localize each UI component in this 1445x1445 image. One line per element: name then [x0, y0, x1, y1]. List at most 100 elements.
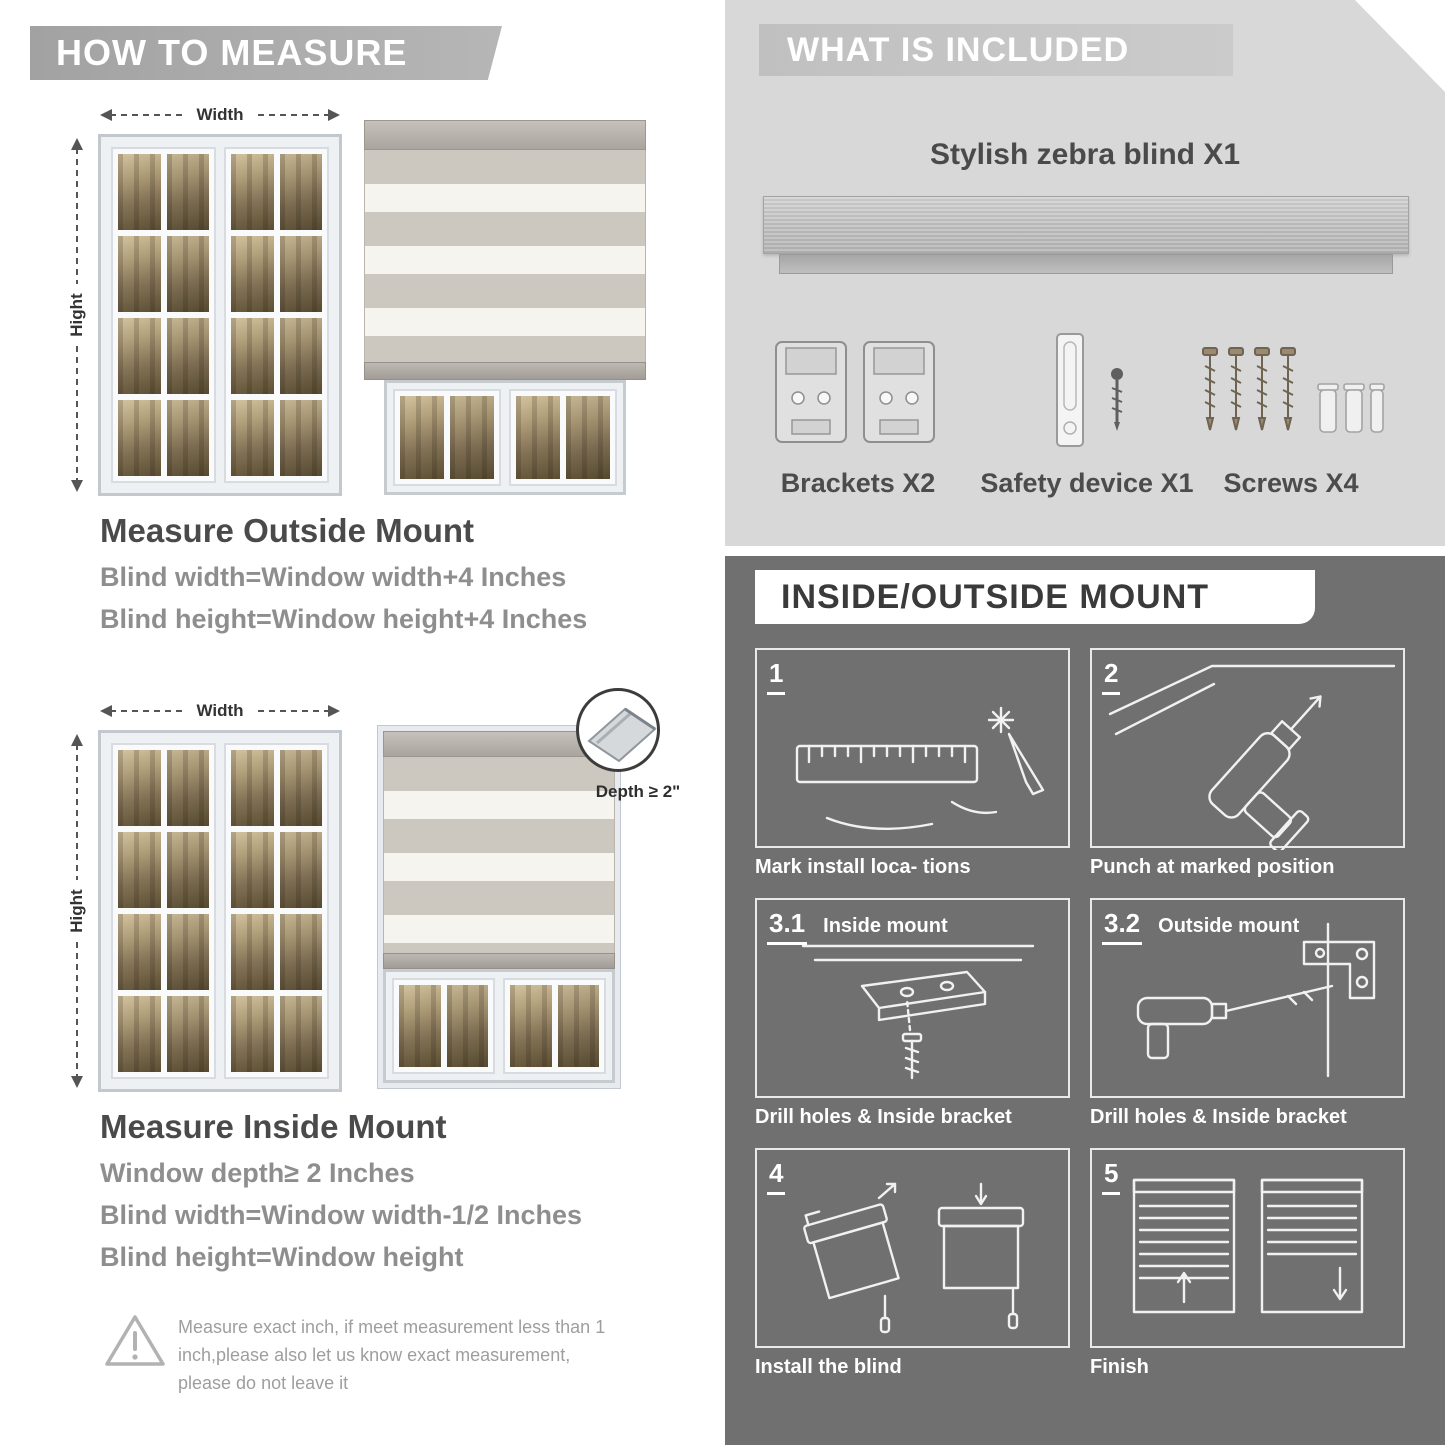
window-illustration-outside — [98, 134, 342, 496]
what-is-included-section: WHAT IS INCLUDED Stylish zebra blind X1 — [725, 0, 1445, 546]
window-corner-detail-icon — [587, 707, 657, 763]
window-illustration-inside — [98, 730, 342, 1092]
window-pane — [118, 400, 161, 476]
step-number: 2 — [1102, 658, 1121, 695]
blind-bottom-rail — [364, 362, 646, 380]
how-to-measure-title: HOW TO MEASURE — [56, 32, 408, 73]
zebra-blind-inside-illustration — [377, 725, 621, 1089]
window-pane — [400, 396, 444, 479]
window-pane — [231, 318, 274, 394]
window-pane — [279, 400, 322, 476]
step-number: 3.2 — [1102, 908, 1143, 945]
window-pane — [446, 985, 488, 1067]
step-3-2-head: 3.2 Outside mount — [1102, 908, 1299, 945]
window-pane — [118, 832, 161, 908]
step-3-1-box: 3.1 Inside mount — [755, 898, 1070, 1098]
depth-callout-label: Depth ≥ 2" — [595, 782, 681, 801]
window-pane — [557, 985, 599, 1067]
step-2-head: 2 — [1102, 658, 1136, 695]
window-pane — [279, 832, 322, 908]
what-is-included-banner: WHAT IS INCLUDED — [759, 24, 1233, 76]
step-5-caption: Finish — [1090, 1356, 1149, 1378]
window-pane — [279, 914, 322, 990]
how-to-measure-banner: HOW TO MEASURE — [30, 26, 502, 80]
brackets-label: Brackets X2 — [780, 468, 936, 498]
width-arrow: Width — [100, 105, 340, 124]
window-sash — [224, 743, 329, 1079]
height-label: Hight — [67, 889, 86, 933]
window-pane — [118, 236, 161, 312]
finish-blinds-drawing — [1132, 1178, 1364, 1314]
step-5: 5 — [1090, 1148, 1405, 1379]
window-behind-blind — [383, 969, 615, 1083]
inside-mount-line-1: Window depth≥ 2 Inches — [100, 1158, 415, 1188]
window-pane — [166, 236, 209, 312]
window-behind-blind — [384, 380, 626, 495]
step-1: 1 — [755, 648, 1070, 879]
window-pane — [166, 318, 209, 394]
screws-icon — [1202, 347, 1385, 433]
step-3-2-caption: Drill holes & Inside bracket — [1090, 1106, 1347, 1128]
zebra-blind-headrail-lip — [779, 254, 1393, 274]
safety-device-icon — [1056, 333, 1123, 447]
window-pane — [166, 996, 209, 1072]
step-2: 2 — [1090, 648, 1405, 879]
step-5-head: 5 — [1102, 1158, 1136, 1195]
window-sash — [509, 389, 617, 486]
step-1-caption: Mark install loca- tions — [755, 856, 971, 878]
window-sash — [392, 978, 495, 1074]
mount-guide-banner: INSIDE/OUTSIDE MOUNT — [755, 570, 1315, 624]
step-3-1: 3.1 Inside mount — [755, 898, 1070, 1129]
outside-mount-line-1: Blind width=Window width+4 Inches — [100, 562, 567, 592]
blind-fabric-stripes — [383, 757, 615, 953]
safety-device-label: Safety device X1 — [980, 468, 1194, 498]
warning-triangle-icon — [105, 1315, 165, 1366]
inside-mount-heading: Measure Inside Mount — [100, 1108, 447, 1145]
window-pane — [279, 236, 322, 312]
window-pane — [399, 985, 441, 1067]
step-5-box: 5 — [1090, 1148, 1405, 1348]
width-label: Width — [196, 105, 243, 124]
mount-guide-section: INSIDE/OUTSIDE MOUNT 1 — [725, 556, 1445, 1445]
window-pane — [118, 318, 161, 394]
window-pane — [118, 996, 161, 1072]
window-pane — [166, 750, 209, 826]
inside-mount-line-2: Blind width=Window width-1/2 Inches — [100, 1200, 583, 1230]
step-number: 1 — [767, 658, 786, 695]
mark-location-drawing — [795, 706, 1045, 830]
step-number: 5 — [1102, 1158, 1121, 1195]
step-2-caption: Punch at marked position — [1090, 856, 1335, 878]
window-sash — [111, 743, 216, 1079]
zebra-blind-outside-illustration — [364, 120, 646, 495]
what-is-included-title: WHAT IS INCLUDED — [787, 30, 1130, 69]
window-sash — [224, 147, 329, 483]
window-pane — [279, 318, 322, 394]
step-4-caption: Install the blind — [755, 1356, 902, 1378]
height-label: Hight — [67, 293, 86, 337]
window-pane — [231, 914, 274, 990]
inside-bracket-drawing — [801, 944, 1035, 1080]
width-arrow: Width — [100, 701, 340, 720]
outside-mount-line-2: Blind height=Window height+4 Inches — [100, 604, 588, 634]
step-title: Inside mount — [823, 915, 948, 937]
blind-bottom-rail — [383, 953, 615, 969]
window-pane — [166, 154, 209, 230]
window-pane — [118, 154, 161, 230]
outside-mount-heading: Measure Outside Mount — [100, 512, 475, 549]
width-label: Width — [196, 701, 243, 720]
window-sash — [111, 147, 216, 483]
brackets-icon — [775, 341, 935, 443]
step-1-head: 1 — [767, 658, 801, 695]
step-number: 3.1 — [767, 908, 808, 945]
step-1-box: 1 — [755, 648, 1070, 848]
screws-label: Screws X4 — [1223, 468, 1359, 498]
window-pane — [166, 914, 209, 990]
window-pane — [118, 750, 161, 826]
inside-mount-line-3: Blind height=Window height — [100, 1242, 464, 1272]
step-3-1-caption: Drill holes & Inside bracket — [755, 1106, 1012, 1128]
window-pane — [166, 400, 209, 476]
product-title: Stylish zebra blind X1 — [929, 138, 1241, 171]
step-3-1-head: 3.1 Inside mount — [767, 908, 948, 945]
window-pane — [279, 154, 322, 230]
